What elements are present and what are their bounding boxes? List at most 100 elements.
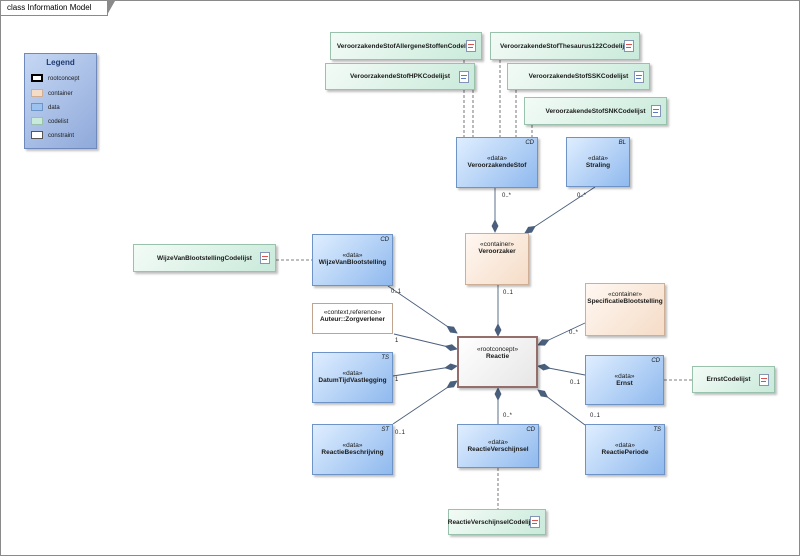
codelist-ssk[interactable]: VeroorzakendeStofSSKCodelijst <box>507 63 650 90</box>
class-type-tag: BL <box>618 140 626 146</box>
class-stereotype: «data» <box>615 442 635 449</box>
document-icon <box>634 70 644 83</box>
class-reactie-verschijnsel[interactable]: CD «data» ReactieVerschijnsel <box>457 424 539 468</box>
class-type-tag: CD <box>651 358 660 364</box>
class-name: ReactieVerschijnsel <box>467 446 529 453</box>
mult-stof: 0..* <box>502 193 512 199</box>
class-stereotype: «rootconcept» <box>476 346 519 353</box>
class-name: Veroorzaker <box>478 248 516 255</box>
class-stereotype: «data» <box>488 439 508 446</box>
class-type-tag: ST <box>381 427 389 433</box>
class-stereotype: «data» <box>487 155 507 162</box>
document-icon <box>530 516 540 528</box>
assoc-beschrijving <box>392 380 458 425</box>
document-icon <box>624 40 634 52</box>
class-stereotype: «data» <box>342 252 363 259</box>
mult-verschijnsel: 0..* <box>503 413 513 419</box>
codelist-name: VeroorzakendeStofSSKCodelijst <box>528 73 629 80</box>
class-datum-tijd-vastlegging[interactable]: TS «data» DatumTijdVastlegging <box>312 352 393 403</box>
class-specificatie-blootstelling[interactable]: «container» SpecificatieBlootstelling <box>585 283 665 336</box>
codelist-wijze[interactable]: WijzeVanBlootstellingCodelijst <box>133 244 276 272</box>
mult-straling: 0..* <box>577 193 587 199</box>
codelist-hpk[interactable]: VeroorzakendeStofHPKCodelijst <box>325 63 475 90</box>
legend-label: container <box>48 91 73 97</box>
class-name: Auteur::Zorgverlener <box>319 316 385 323</box>
class-name: Straling <box>585 162 611 169</box>
mult-wijze: 0..1 <box>391 289 402 295</box>
class-name: ReactieBeschrijving <box>321 449 384 456</box>
class-stereotype: «container» <box>480 241 514 248</box>
assoc-datum <box>392 363 458 377</box>
codelist-name: VeroorzakendeStofSNKCodelijst <box>545 107 646 115</box>
assoc-ernst <box>537 363 586 376</box>
document-icon <box>260 252 270 264</box>
class-reactie-beschrijving[interactable]: ST «data» ReactieBeschrijving <box>312 424 393 475</box>
class-name: Reactie <box>485 353 510 360</box>
codelist-name: WijzeVanBlootstellingCodelijst <box>157 254 252 262</box>
class-auteur[interactable]: «context,reference» Auteur::Zorgverlener <box>312 303 393 334</box>
legend-swatch <box>31 131 43 139</box>
legend-swatch <box>31 103 43 111</box>
class-stereotype: «context,reference» <box>323 309 382 316</box>
legend-label: rootconcept <box>48 76 80 82</box>
mult-specificatie: 0..* <box>569 330 579 336</box>
class-type-tag: TS <box>381 355 389 361</box>
assoc-periode <box>537 389 586 426</box>
class-wijze-van-blootstelling[interactable]: CD «data» WijzeVanBlootstelling <box>312 234 393 286</box>
class-stereotype: «data» <box>342 370 363 377</box>
assoc-specificatie <box>537 322 586 346</box>
codelist-name: VeroorzakendeStofHPKCodelijst <box>349 73 451 80</box>
document-icon <box>651 105 661 117</box>
class-name: VeroorzakendeStof <box>467 162 527 169</box>
class-stereotype: «data» <box>342 442 363 449</box>
codelist-snk[interactable]: VeroorzakendeStofSNKCodelijst <box>524 97 667 125</box>
class-reactie-periode[interactable]: TS «data» ReactiePeriode <box>585 424 665 475</box>
assoc-auteur <box>393 333 458 351</box>
class-ernst[interactable]: CD «data» Ernst <box>585 355 664 405</box>
class-type-tag: CD <box>380 237 389 243</box>
class-name: Ernst <box>616 380 633 387</box>
legend-label: codelist <box>48 119 69 125</box>
class-stereotype: «data» <box>614 373 635 380</box>
class-stereotype: «container» <box>608 291 642 298</box>
codelist-name: ReactieVerschijnselCodelijst <box>447 518 537 526</box>
document-icon <box>759 373 769 386</box>
mult-beschrijving: 0..1 <box>395 430 406 436</box>
class-name: DatumTijdVastlegging <box>318 377 387 384</box>
legend-swatch <box>31 74 43 82</box>
class-veroorzakende-stof[interactable]: CD «data» VeroorzakendeStof <box>456 137 538 188</box>
codelist-allergene[interactable]: VeroorzakendeStofAllergeneStoffenCodelij… <box>330 32 482 60</box>
legend-swatch <box>31 89 43 97</box>
assoc-wijze <box>387 285 458 334</box>
codelist-ernst[interactable]: ErnstCodelijst <box>692 366 775 393</box>
class-name: ReactiePeriode <box>601 449 649 456</box>
legend-label: data <box>48 105 60 111</box>
mult-ernst: 0..1 <box>570 380 581 386</box>
class-straling[interactable]: BL «data» Straling <box>566 137 630 187</box>
document-icon <box>459 70 469 83</box>
mult-periode: 0..1 <box>590 413 601 419</box>
codelist-thesaurus[interactable]: VeroorzakendeStofThesaurus122Codelijst <box>490 32 640 60</box>
class-type-tag: TS <box>653 427 661 433</box>
codelist-name: ErnstCodelijst <box>706 376 751 383</box>
legend-title: Legend <box>46 58 75 67</box>
mult-veroorzaker: 0..1 <box>503 290 514 296</box>
codelist-verschijnsel[interactable]: ReactieVerschijnselCodelijst <box>448 509 546 535</box>
legend: Legend rootconcept container data codeli… <box>24 53 97 149</box>
class-type-tag: CD <box>525 140 534 146</box>
document-icon <box>466 40 476 52</box>
codelist-name: VeroorzakendeStofAllergeneStoffenCodelij… <box>336 42 476 50</box>
mult-auteur: 1 <box>395 338 399 344</box>
diagram-title: class Information Model <box>1 1 117 16</box>
class-stereotype: «data» <box>588 155 608 162</box>
class-reactie[interactable]: «rootconcept» Reactie <box>457 336 538 388</box>
codelist-name: VeroorzakendeStofThesaurus122Codelijst <box>499 42 631 50</box>
mult-datum: 1 <box>395 377 399 383</box>
legend-label: constraint <box>48 133 75 139</box>
class-name: SpecificatieBlootstelling <box>587 298 663 305</box>
class-veroorzaker[interactable]: «container» Veroorzaker <box>465 233 529 285</box>
assoc-straling <box>524 186 596 234</box>
class-type-tag: CD <box>526 427 535 433</box>
